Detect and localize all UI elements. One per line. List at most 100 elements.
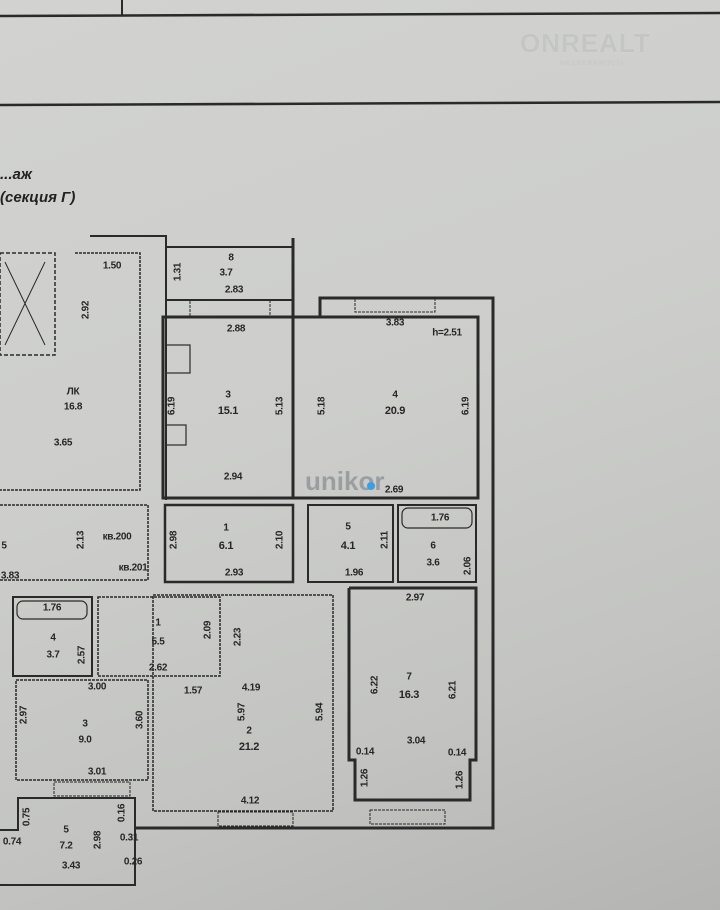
sink	[165, 424, 187, 446]
dimension: 4.19	[241, 682, 261, 694]
dimension: 3.00	[87, 681, 107, 693]
dimension: 1.26	[454, 770, 466, 790]
room-number: 5	[63, 824, 69, 836]
dimension: 3.04	[406, 735, 426, 747]
room-5-wall	[307, 504, 394, 583]
dimension: 2.10	[274, 530, 286, 550]
dimension: 1.76	[42, 602, 62, 614]
room-number: 1	[223, 522, 229, 534]
room-area: 4.1	[340, 540, 356, 552]
room-area: 6.1	[218, 540, 234, 552]
plan-title: ...аж	[0, 166, 32, 183]
apartment-label-200: кв.200	[102, 531, 132, 543]
room-2-wall	[152, 594, 334, 812]
room-area: 16.3	[398, 689, 420, 701]
dimension: 6.22	[369, 675, 381, 695]
window	[189, 299, 271, 317]
stair-wall	[0, 252, 141, 491]
dimension: 2.06	[462, 556, 474, 576]
dimension: 0.26	[123, 856, 143, 868]
dimension: 1.26	[359, 768, 371, 788]
dimension: 1.50	[102, 260, 122, 272]
room-area: 15.1	[217, 405, 239, 417]
ceiling-height: h=2.51	[432, 327, 462, 339]
apartment-label-201: кв.201	[118, 562, 148, 574]
dimension: 2.97	[405, 592, 425, 604]
room-area: 9.0	[78, 734, 92, 746]
room-number: 3	[82, 718, 88, 730]
window	[369, 809, 446, 825]
window	[217, 811, 294, 827]
stair-wall	[90, 235, 167, 500]
dimension: 6.21	[447, 680, 459, 700]
room-area: 5.5	[151, 636, 165, 648]
dimension: 2.09	[202, 620, 214, 640]
dimension: 3.01	[87, 766, 107, 778]
room-area: 21.2	[238, 741, 260, 753]
dimension: 2.83	[224, 284, 244, 296]
dimension: 1.31	[172, 262, 184, 282]
dimension: 1.96	[344, 567, 364, 579]
room-number: 2	[246, 725, 252, 737]
room-area: 3.6	[426, 557, 440, 569]
form-border-line	[0, 100, 720, 107]
outer-wall	[135, 238, 495, 830]
plan-subtitle: (секция Г)	[0, 189, 76, 206]
dimension: 5.18	[316, 396, 328, 416]
dimension: 6.19	[460, 396, 472, 416]
dimension: 6.19	[166, 396, 178, 416]
dimension: 4.12	[240, 795, 260, 807]
dimension: 5.97	[236, 702, 248, 722]
dimension: 2.23	[232, 627, 244, 647]
window	[53, 781, 131, 797]
stove	[165, 344, 191, 374]
bathtub	[401, 507, 473, 529]
dimension: 0.75	[21, 807, 33, 827]
balcony-wall	[0, 797, 136, 886]
dimension: 2.92	[80, 300, 92, 320]
room-4-wall	[12, 596, 93, 677]
onrealt-watermark-sub: недвижимость	[560, 58, 626, 67]
lift-shaft	[0, 252, 56, 356]
unikor-logo-dot	[367, 482, 375, 490]
room-number: 3	[225, 389, 231, 401]
room-area: 20.9	[384, 405, 406, 417]
room-number: 7	[406, 671, 412, 683]
dimension: 3.83	[0, 570, 20, 582]
room-7-wall	[347, 586, 478, 802]
dimension: 3.83	[385, 317, 405, 329]
dimension: 3.43	[61, 860, 81, 872]
room-number: 6	[430, 540, 436, 552]
dimension: 2.69	[384, 484, 404, 496]
dimension: 2.93	[224, 567, 244, 579]
room-6-wall	[397, 504, 477, 583]
form-border-line	[0, 11, 720, 18]
dimension: 2.13	[75, 530, 87, 550]
dimension: 3.65	[53, 437, 73, 449]
dimension: 2.98	[92, 830, 104, 850]
room-number: 8	[228, 252, 234, 264]
room-number: 4	[50, 632, 56, 644]
dimension: 0.31	[119, 832, 139, 844]
room-area: 16.8	[63, 401, 83, 413]
room-number: 5	[1, 540, 7, 552]
dimension: 2.88	[226, 323, 246, 335]
room-area: 3.7	[46, 649, 60, 661]
dimension: 0.74	[2, 836, 22, 848]
dimension: 2.62	[148, 662, 168, 674]
window	[354, 297, 436, 313]
room-1-wall	[97, 596, 221, 677]
dimension: 2.98	[168, 530, 180, 550]
dimension: 0.16	[116, 803, 128, 823]
dimension: 3.60	[134, 710, 146, 730]
room-number: 5	[345, 521, 351, 533]
dimension: 2.97	[18, 705, 30, 725]
room-code: ЛК	[66, 386, 80, 398]
dimension: 5.13	[274, 396, 286, 416]
bathtub	[16, 600, 88, 620]
room-4-wall	[291, 315, 480, 500]
dimension: 2.94	[223, 471, 243, 483]
dimension: 1.57	[183, 685, 203, 697]
room-3-wall	[15, 679, 149, 781]
